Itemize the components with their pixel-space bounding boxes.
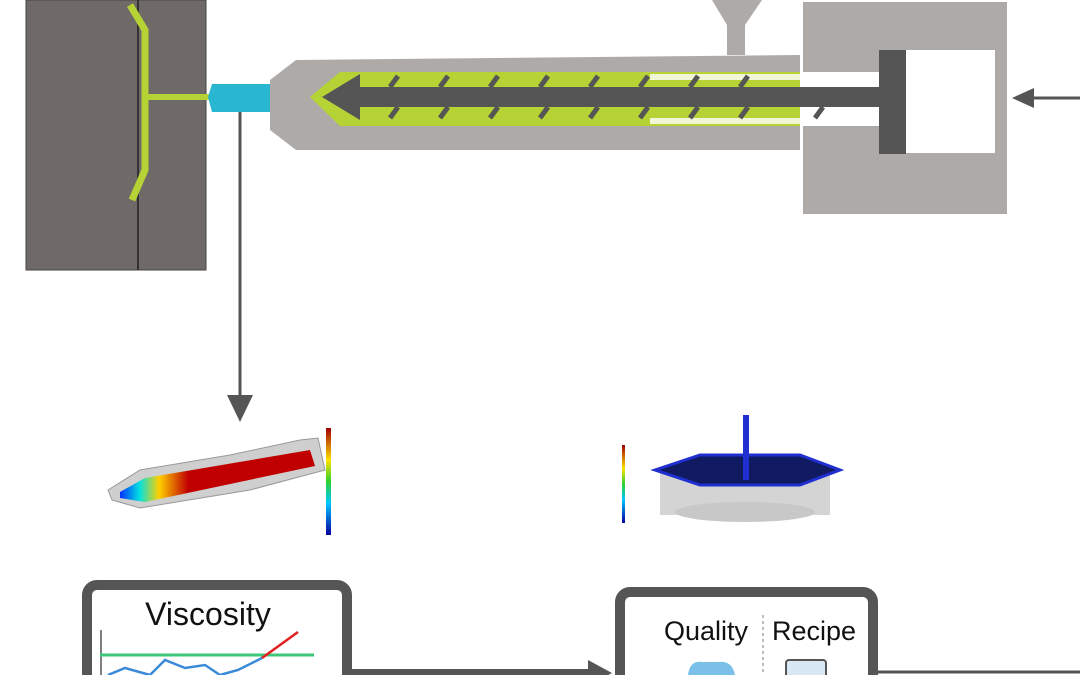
document-icon xyxy=(785,659,827,675)
viscosity-title: Viscosity xyxy=(145,596,271,632)
screw xyxy=(322,50,906,154)
recipe-label: Recipe xyxy=(772,616,856,646)
force-arrow xyxy=(1012,88,1080,108)
melt-granules xyxy=(650,74,800,124)
quality-label: Quality xyxy=(664,616,749,646)
monitor-connection-arrow xyxy=(352,660,612,675)
gamepad-icon xyxy=(688,661,735,675)
viscosity-line xyxy=(107,656,263,675)
viscosity-monitor: Viscosity xyxy=(82,580,352,675)
sensor-arrow xyxy=(227,112,253,422)
part-simulation xyxy=(622,415,845,523)
quality-recipe-monitor: Quality Recipe xyxy=(615,587,878,675)
mold xyxy=(25,0,212,271)
nozzle-simulation xyxy=(107,428,331,535)
